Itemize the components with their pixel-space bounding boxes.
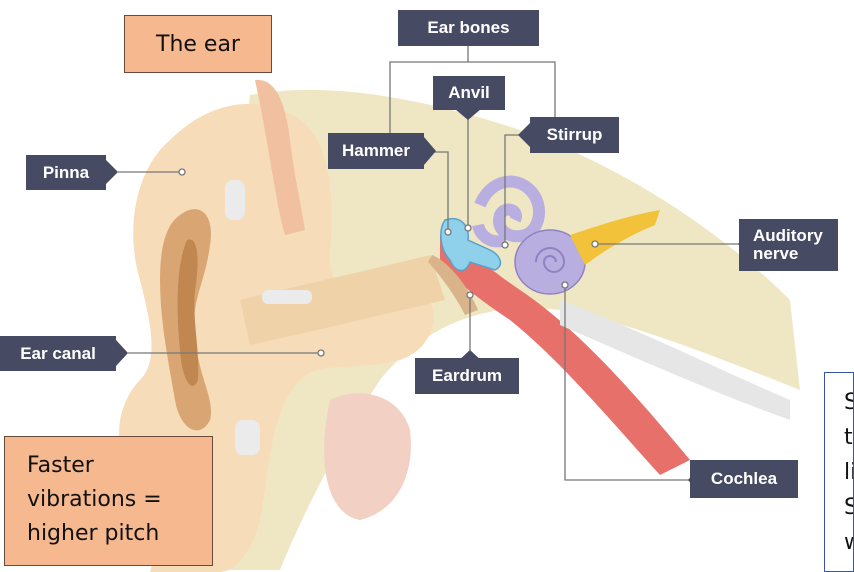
pitch-note-line-1: Faster — [27, 449, 212, 483]
label-ear-bones: Ear bones — [398, 10, 539, 46]
nerve-dot — [592, 241, 598, 247]
label-hammer: Hammer — [328, 133, 424, 169]
hammer-dot — [445, 229, 451, 235]
ear-canal-dot — [318, 350, 324, 356]
side-note-line-4: S — [844, 490, 853, 525]
cochlea-dot — [562, 282, 568, 288]
label-stirrup: Stirrup — [530, 117, 619, 153]
pitch-note-line-3: higher pitch — [27, 517, 212, 551]
pitch-note-line-2: vibrations = — [27, 483, 212, 517]
jaw-area — [324, 393, 411, 520]
side-note-line-3: li — [844, 455, 853, 490]
label-anvil: Anvil — [433, 76, 505, 110]
bone-patch-2 — [262, 290, 312, 304]
side-note-line-5: w — [844, 525, 853, 560]
title-text: The ear — [156, 32, 240, 57]
pitch-note: Faster vibrations = higher pitch — [4, 436, 213, 566]
label-ear-canal: Ear canal — [0, 336, 116, 371]
bone-patch-1 — [225, 180, 245, 220]
side-note: S t li S w — [824, 372, 854, 572]
pinna-arrow — [106, 160, 118, 184]
stirrup-dot — [502, 242, 508, 248]
side-note-line-1: S — [844, 385, 853, 420]
ear-canal-arrow — [116, 340, 128, 366]
eardrum-dot — [467, 292, 473, 298]
side-note-line-2: t — [844, 420, 853, 455]
label-auditory-nerve: Auditory nerve — [739, 219, 838, 271]
bone-patch-3 — [235, 420, 260, 455]
anvil-dot — [465, 225, 471, 231]
pinna-dot — [179, 169, 185, 175]
label-eardrum: Eardrum — [415, 358, 519, 394]
label-pinna: Pinna — [26, 155, 106, 190]
label-cochlea: Cochlea — [690, 460, 798, 498]
title-box: The ear — [124, 15, 272, 73]
